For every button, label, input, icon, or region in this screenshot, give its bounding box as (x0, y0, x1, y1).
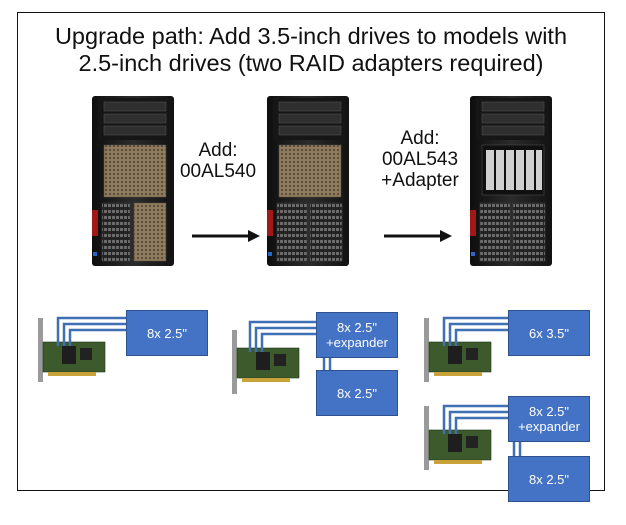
expander-box-stage2: 8x 2.5" +expander (316, 312, 398, 358)
title-line-1: Upgrade path: Add 3.5-inch drives to mod… (54, 23, 568, 49)
drive-box-stage3-bottom: 8x 2.5" (508, 456, 590, 502)
drive-box-stage1: 8x 2.5" (126, 310, 208, 356)
drive-box-stage3-top: 6x 3.5" (508, 310, 590, 356)
server-tower-1 (92, 96, 174, 266)
raid-adapter-card (232, 320, 332, 394)
arrow-right-icon (192, 230, 260, 242)
lenovo-logo: lenovo (462, 191, 469, 212)
server-tower-2 (267, 96, 349, 266)
raid-adapter-card (424, 404, 522, 470)
step-1-line-2: 00AL540 (179, 161, 257, 182)
step-2-line-1: Add: (400, 128, 440, 149)
step-2-line-2: 00AL543 (381, 149, 459, 170)
raid-adapter-card (38, 316, 128, 382)
lenovo-logo: lenovo (259, 191, 266, 212)
step-1-label: Add: 00AL540 (178, 140, 258, 182)
raid-adapter-card (424, 316, 510, 382)
title-line-2: 2.5-inch drives (two RAID adapters requi… (78, 50, 544, 76)
drive-box-stage2: 8x 2.5" (316, 370, 398, 416)
expander-box-stage3: 8x 2.5" +expander (508, 396, 590, 442)
step-1-line-1: Add: (198, 140, 238, 161)
server-tower-3 (470, 96, 552, 266)
step-2-label: Add: 00AL543 +Adapter (372, 128, 468, 191)
lenovo-logo: lenovo (84, 191, 91, 212)
diagram-title: Upgrade path: Add 3.5-inch drives to mod… (18, 23, 604, 77)
step-2-line-3: +Adapter (381, 170, 459, 191)
arrow-right-icon (384, 230, 452, 242)
